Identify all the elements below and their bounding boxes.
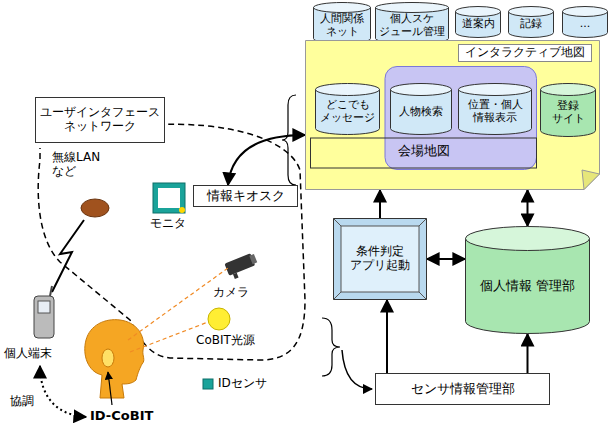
cylinder-top [459, 84, 532, 96]
database-cylinder: 人間関係 ネット [313, 2, 371, 44]
connector-arrow [427, 258, 465, 260]
network-label-box: ユーザインタフェース ネットワーク [35, 97, 165, 143]
map-fold [582, 170, 600, 190]
node-label: 登録 サイト [544, 100, 592, 125]
camera-icon [224, 252, 259, 280]
sensor-bracket [322, 318, 340, 376]
process-box: センサ情報管理部 [375, 373, 550, 405]
node-label: ... [580, 18, 591, 31]
connector-arrow [527, 190, 529, 226]
cylinder-body [376, 8, 449, 44]
database-cylinder: ... [562, 6, 608, 38]
annotation-label: 協調 [10, 394, 34, 408]
node-label: 位置・個人 情報表示 [462, 99, 528, 124]
leader-line [108, 372, 112, 405]
bevel-edge [419, 218, 427, 226]
bevel-edge [333, 292, 341, 300]
cylinder-body [466, 239, 590, 334]
bevel-inner [341, 226, 419, 292]
node-label: インタラクティブ地図 [458, 44, 592, 62]
node-label: どこでも メッセージ [319, 99, 376, 124]
cylinder-top [456, 7, 501, 17]
bevel-edge [419, 292, 427, 300]
database-cylinder: 個人情報 管理部 [465, 226, 590, 334]
process-box: 条件判定 アプリ起動 [333, 218, 427, 300]
venue-map-region: 会場地図 どこでも メッセージ 人物検索 位置・個人 情報表示 [310, 66, 537, 170]
function-cylinder: 人物検索 [390, 83, 452, 135]
node-label: 会場地図 [310, 144, 537, 159]
cylinder-body [459, 90, 532, 135]
venue-band [311, 138, 537, 168]
node-label: 記録 [520, 18, 542, 31]
cylinder-top [316, 84, 380, 96]
cylinder-body [316, 90, 380, 135]
database-cylinder: 記録 [508, 6, 554, 38]
device-label: CoBIT光源 [196, 333, 255, 347]
kiosk-box: 情報キオスク [193, 185, 298, 207]
box-outline [36, 98, 165, 143]
cylinder-top [376, 3, 449, 13]
function-cylinder: 登録 サイト [540, 83, 596, 137]
map-bracket [282, 95, 296, 185]
node-label: ユーザインタフェース ネットワーク [39, 106, 161, 134]
wireless-link [52, 220, 84, 292]
cylinder-top [509, 7, 554, 17]
device-label: モニタ [150, 216, 186, 230]
cylinder-top [466, 227, 590, 251]
id-sensor-icon [203, 379, 213, 389]
database-cylinder: 道案内 [455, 6, 501, 38]
function-cylinder: 位置・個人 情報表示 [458, 83, 532, 135]
interactive-map-panel: インタラクティブ地図会場地図 どこでも メッセージ 人物検索 位置・個人 情報表示登録… [305, 40, 600, 190]
monitor-icon [153, 183, 185, 213]
network-boundary [38, 124, 305, 360]
connector-arrow [228, 135, 305, 185]
phone-icon [34, 286, 54, 338]
optical-link [128, 268, 228, 340]
box-outline [376, 374, 550, 405]
cylinder-body [314, 8, 371, 44]
device-label: ID-CoBIT [90, 408, 153, 424]
node-label: 道案内 [462, 18, 495, 31]
connector-arrow [386, 300, 388, 373]
node-label: 人間関係 ネット [317, 13, 367, 38]
device-label: 個人端末 [4, 346, 52, 360]
cylinder-top [541, 84, 596, 96]
cobit-light [208, 308, 230, 330]
device-label: カメラ [213, 285, 249, 299]
node-label: 条件判定 アプリ起動 [343, 245, 417, 273]
cylinder-top [391, 84, 452, 96]
cylinder-body [541, 90, 596, 137]
function-cylinder: どこでも メッセージ [315, 83, 380, 135]
user-head [85, 320, 144, 398]
cylinder-top [563, 7, 608, 17]
node-label: 個人情報 管理部 [480, 279, 575, 294]
device-label: 無線LAN など [52, 150, 108, 179]
device-label: IDセンサ [218, 376, 267, 390]
node-label: 情報キオスク [207, 189, 285, 204]
node-label: 個人スケ ジュール管理 [379, 13, 445, 38]
connector-arrow [379, 190, 381, 218]
connector-arrow [527, 334, 529, 373]
cylinder-body [391, 90, 452, 135]
sensor-arrow [342, 350, 372, 389]
bevel-edge [333, 218, 341, 226]
box-outline [194, 186, 298, 207]
map-sheet [306, 41, 600, 190]
bevel-outer [334, 219, 427, 300]
coordination-arrow [40, 366, 86, 417]
node-label: 人物検索 [399, 106, 443, 119]
cylinder-top [314, 3, 371, 13]
database-cylinder: 個人スケ ジュール管理 [375, 2, 449, 44]
wireless-lan-node [81, 199, 109, 217]
node-label: センサ情報管理部 [411, 382, 515, 397]
